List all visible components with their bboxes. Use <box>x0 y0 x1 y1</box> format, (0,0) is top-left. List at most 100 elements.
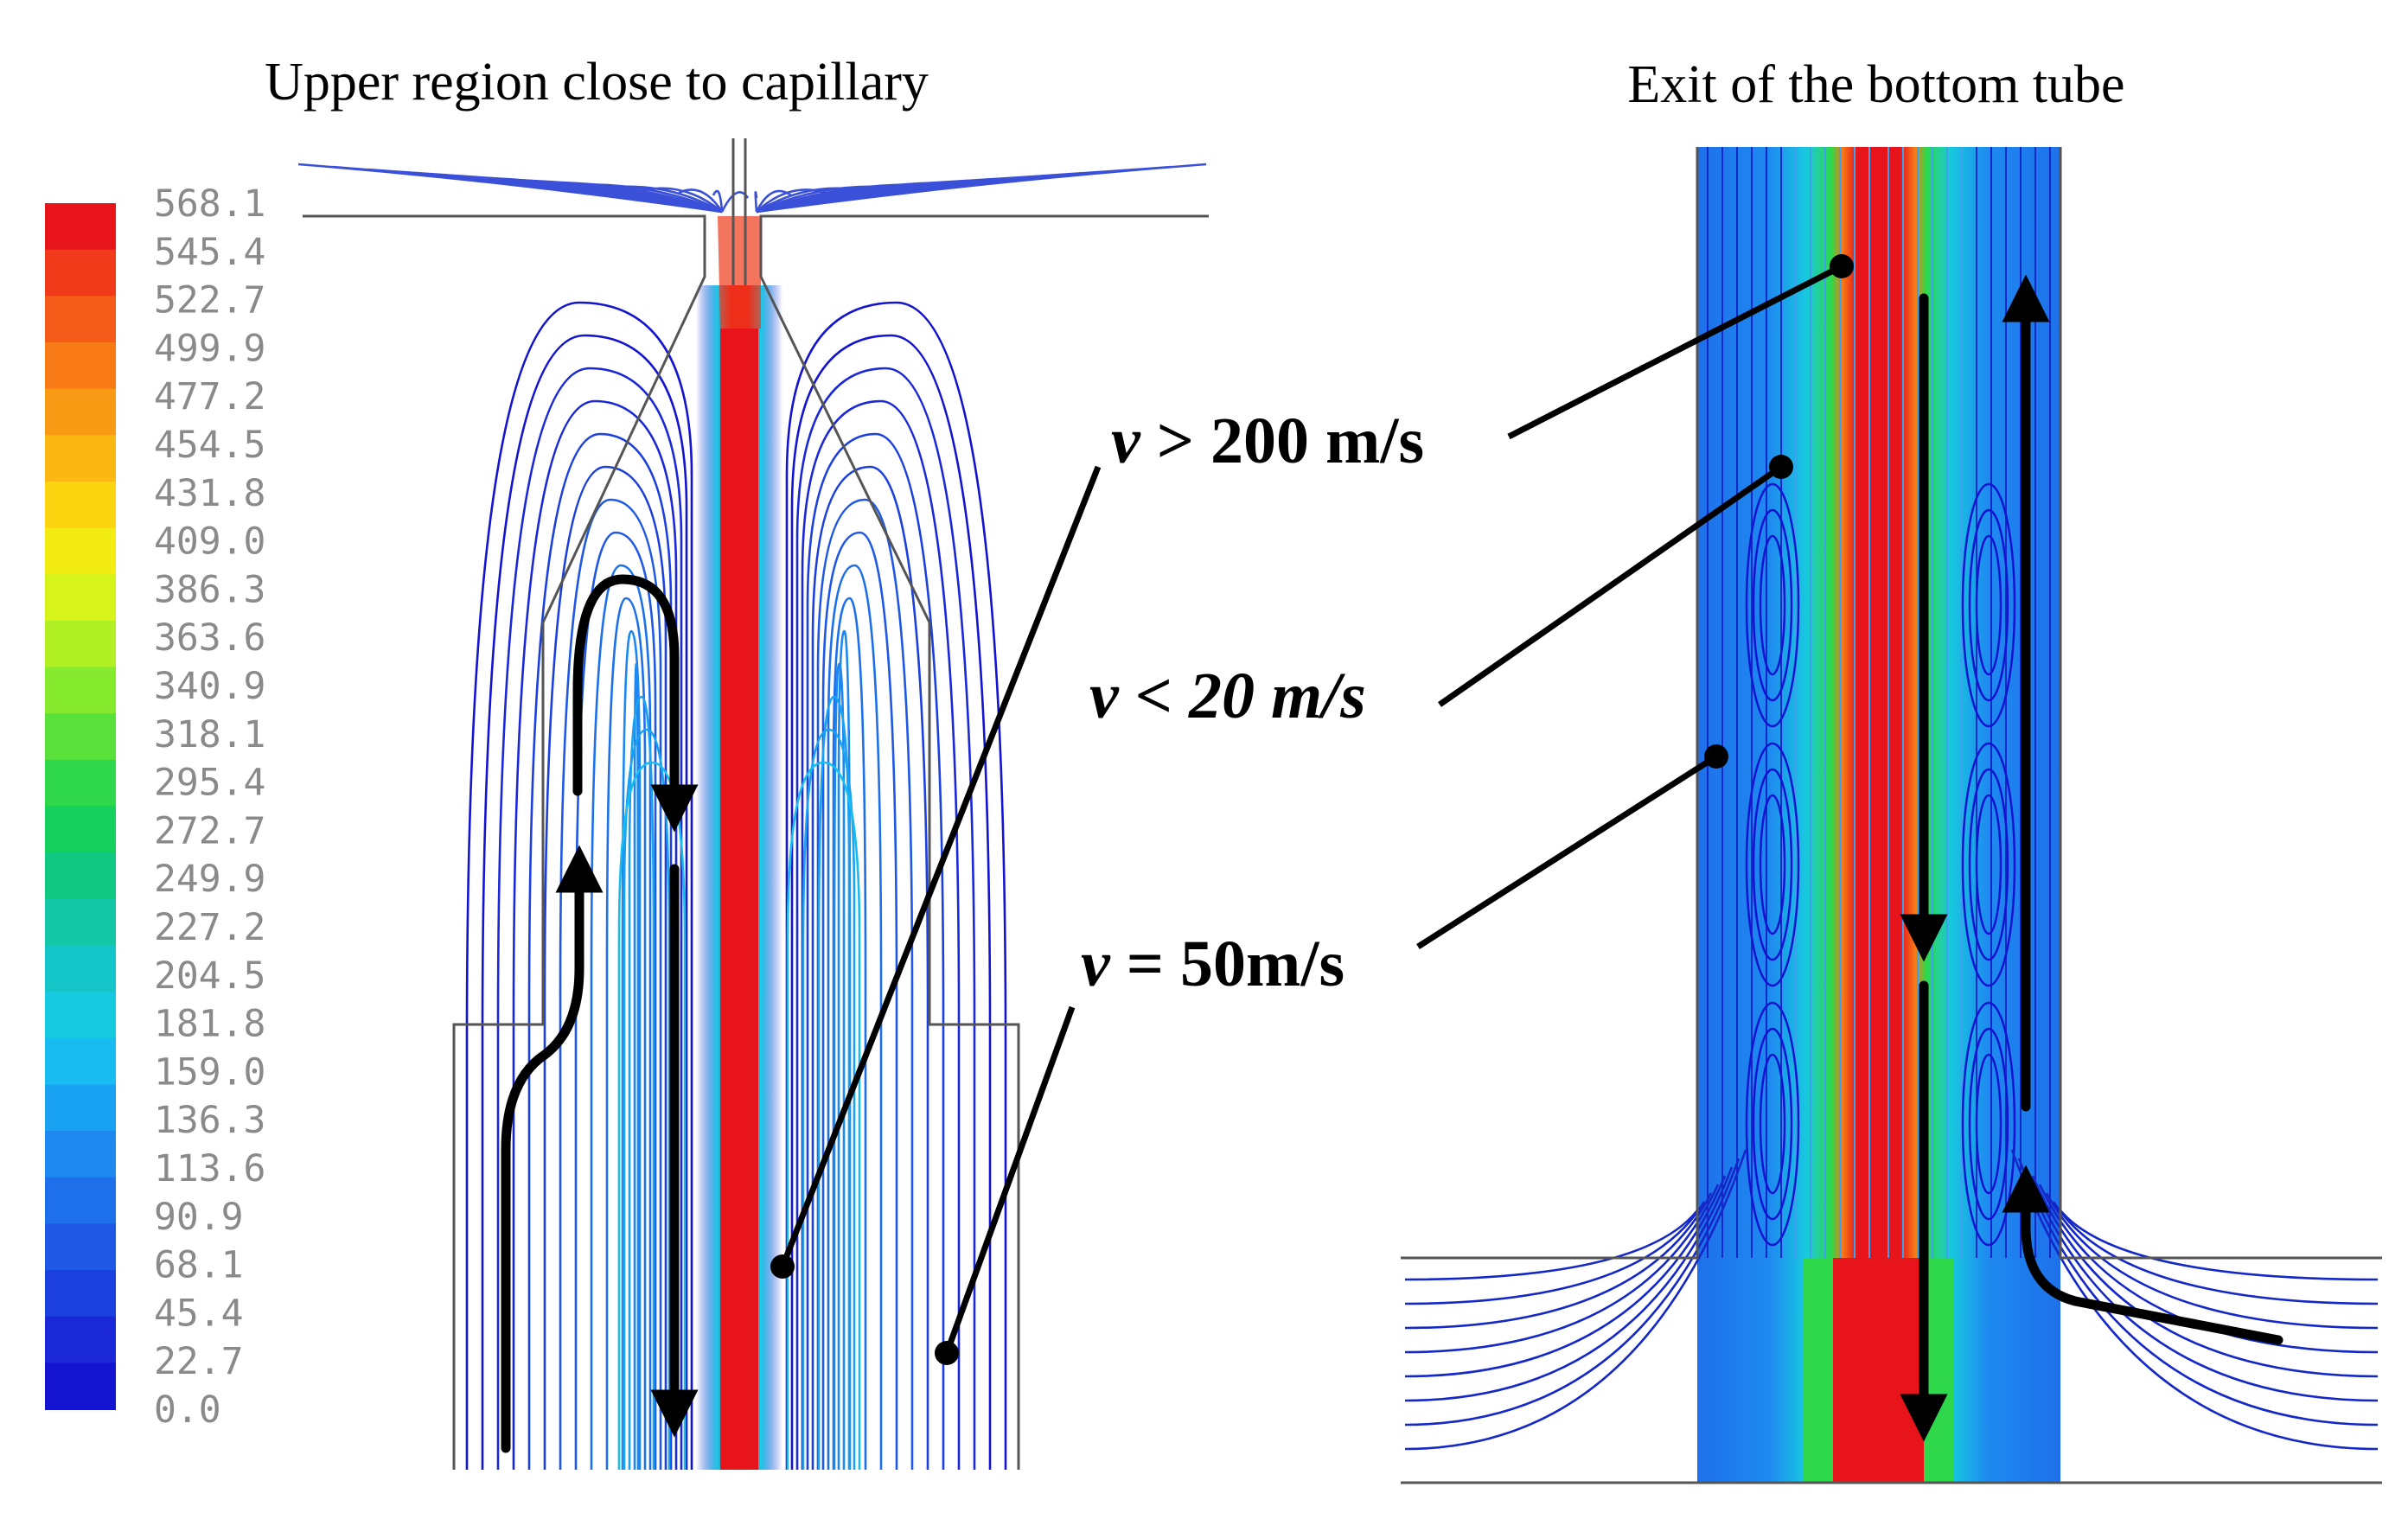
inlet-ray <box>505 178 723 214</box>
right-lower-jet-core <box>1833 1258 1924 1483</box>
colorbar-tick-label: 545.4 <box>154 231 265 274</box>
right-recirculation-loop <box>1975 1053 2002 1195</box>
inlet-ray <box>756 183 930 214</box>
right-recirculation-loop <box>1745 1001 1800 1247</box>
colorbar-swatch <box>45 1131 116 1178</box>
right-lower-streamline <box>1404 1149 1747 1451</box>
colorbar-swatch <box>45 667 116 715</box>
right-recirculation-loop <box>1968 1027 2009 1221</box>
right-lower-streamline <box>1404 1158 1741 1426</box>
right-recirculation-loop <box>1975 534 2002 676</box>
right-recirculation-loop <box>1961 482 2016 728</box>
right-recirculation-loop <box>1752 1027 1793 1221</box>
left-streamline <box>527 432 673 1470</box>
colorbar-swatch <box>45 296 116 343</box>
right-lower-streamline <box>2038 1184 2379 1354</box>
colorbar-tick-label: 22.7 <box>154 1340 244 1383</box>
right-recirculation-loop <box>1759 794 1786 935</box>
left-streamlines <box>297 163 1207 1470</box>
right-recirculation-loop <box>1975 794 2002 935</box>
right-streamlines <box>1707 147 2051 1258</box>
colorbar-swatch <box>45 1084 116 1133</box>
left-streamline <box>827 564 883 1470</box>
left-streamline <box>512 399 678 1470</box>
colorbar-swatch <box>45 574 116 622</box>
right-recirculation-loop <box>1961 742 2016 987</box>
leader-50-left-dot <box>935 1341 959 1365</box>
left-streamline <box>481 334 688 1470</box>
colorbar-swatch <box>45 203 116 251</box>
label-v-less-20: v < 20 m/s <box>1089 660 1366 732</box>
left-streamline <box>786 761 861 1470</box>
colorbar-swatch <box>45 759 116 807</box>
left-streamline <box>816 498 914 1470</box>
right-lower-streamline <box>1404 1175 1727 1378</box>
left-streamline <box>833 662 846 1470</box>
left-streamline <box>623 728 671 1470</box>
left-streamline <box>811 465 929 1470</box>
annotation-leaders <box>770 254 1854 1365</box>
colorbar-tick-label: 181.8 <box>154 1003 265 1046</box>
leader-50-left <box>943 1005 1076 1355</box>
colorbar-tick-label: 227.2 <box>154 906 265 949</box>
colorbar-swatch <box>45 1363 116 1410</box>
colorbar-swatch <box>45 1316 116 1364</box>
right-lower-streamline <box>2010 1149 2379 1451</box>
colorbar-tick-label: 204.5 <box>154 954 265 998</box>
left-streamline <box>590 564 652 1470</box>
colorbar-tick-label: 409.0 <box>154 520 265 564</box>
left-streamline <box>821 531 898 1470</box>
leader-200-right <box>1507 263 1843 440</box>
label-v-greater-200-symbol: v <box>1111 405 1141 477</box>
leader-200-left-dot <box>770 1254 795 1279</box>
left-chamber-wall <box>303 214 1209 1470</box>
left-streamline <box>465 301 693 1470</box>
colorbar-tick-label: 249.9 <box>154 858 265 901</box>
left-recirculation-arrow <box>501 845 604 1453</box>
colorbar-tick-label: 386.3 <box>154 568 265 611</box>
left-streamline <box>633 662 640 1470</box>
colorbar-swatch <box>45 620 116 668</box>
colorbar-swatch <box>45 388 116 437</box>
label-v-less-20-symbol: v <box>1089 660 1120 732</box>
leader-200-left <box>779 465 1102 1268</box>
leader-50-right-dot <box>1704 744 1728 769</box>
colorbar-tick-label: 568.1 <box>154 182 265 226</box>
right-recirculation-loop <box>1752 508 1793 702</box>
right-lower-jet-edge <box>1803 1258 1833 1483</box>
colorbar-swatch <box>45 249 116 297</box>
left-streamline <box>605 597 647 1470</box>
label-v-greater-200-text: > 200 m/s <box>1140 405 1424 477</box>
colorbar-tick-label: 499.9 <box>154 327 265 370</box>
colorbar-tick-label: 90.9 <box>154 1196 244 1239</box>
velocity-colorbar: 568.1545.4522.7499.9477.2454.5431.8409.0… <box>45 182 265 1432</box>
right-lower-streamline <box>1404 1209 1699 1281</box>
inlet-ray <box>755 189 792 213</box>
left-recirculation-loop-arrow <box>572 574 699 833</box>
right-lower-streamline <box>2060 1209 2379 1281</box>
right-recirculation-loop <box>1745 742 1800 987</box>
colorbar-tick-label: 318.1 <box>154 713 265 756</box>
colorbar-swatch <box>45 1270 116 1318</box>
right-lower-streamline <box>2017 1158 2379 1426</box>
colorbar-tick-label: 68.1 <box>154 1244 244 1287</box>
inlet-ray <box>754 191 758 213</box>
left-streamline <box>817 695 851 1470</box>
left-streamline <box>574 531 657 1470</box>
colorbar-tick-label: 454.5 <box>154 424 265 467</box>
left-streamline <box>617 761 687 1470</box>
left-streamline <box>628 695 655 1470</box>
right-recirculation-loop <box>1759 1053 1786 1195</box>
leader-50-right <box>1416 754 1718 949</box>
inlet-ray <box>609 185 723 214</box>
inlet-ray <box>756 185 896 214</box>
inlet-ray <box>756 188 827 213</box>
left-streamline <box>801 399 961 1470</box>
colorbar-swatch <box>45 898 116 947</box>
left-streamline <box>832 597 867 1470</box>
inlet-ray <box>540 181 723 214</box>
right-recirculation-loop <box>1759 534 1786 676</box>
colorbar-tick-label: 340.9 <box>154 665 265 708</box>
left-streamline <box>496 367 683 1470</box>
colorbar-swatch <box>45 992 116 1039</box>
